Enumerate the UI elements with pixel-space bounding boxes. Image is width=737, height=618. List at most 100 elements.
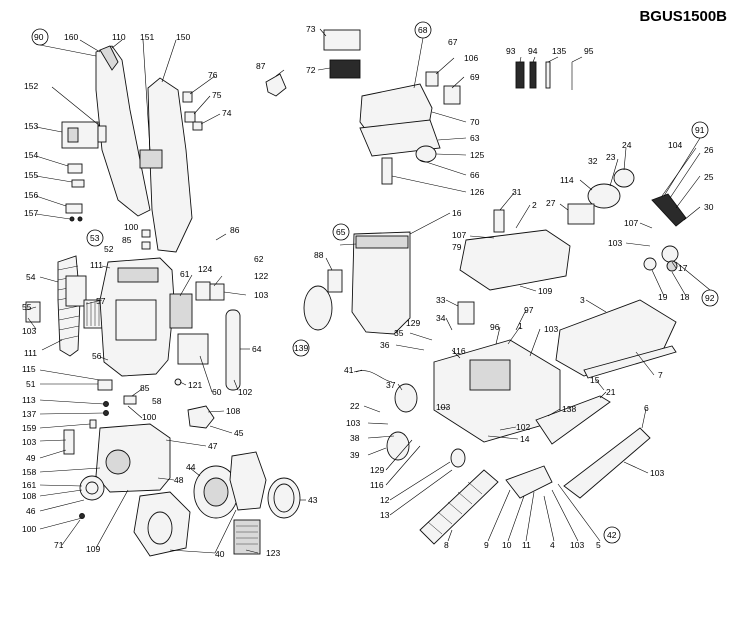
bracket-33 [457, 301, 475, 325]
leader-lines [25, 28, 711, 554]
callout-33: 33 [436, 295, 446, 305]
callout-73: 73 [306, 24, 316, 34]
callout-91: 91 [695, 125, 705, 135]
callout-160: 160 [64, 32, 78, 42]
callout-111-b: 111 [24, 348, 37, 358]
callout-93: 93 [506, 46, 516, 56]
callout-97: 97 [524, 305, 534, 315]
caddy-slot [67, 127, 79, 143]
part-31 [493, 209, 505, 233]
clip-87 [265, 73, 287, 97]
callout-2: 2 [532, 200, 537, 210]
callout-32: 32 [588, 156, 598, 166]
callout-circle-42 [603, 526, 621, 544]
wheel-39 [386, 431, 410, 461]
plate-27 [567, 203, 595, 225]
gasket-63 [359, 119, 441, 157]
callout-76: 76 [208, 70, 218, 80]
callout-103-f: 103 [346, 418, 360, 428]
callout-102-b: 102 [516, 422, 530, 432]
cover-73 [323, 29, 361, 51]
callout-31: 31 [512, 187, 522, 197]
body-cavity [115, 299, 157, 341]
callout-126: 126 [470, 187, 484, 197]
callout-17: 17 [678, 263, 688, 273]
callout-54: 54 [26, 272, 36, 282]
base-frame-recess [469, 359, 511, 391]
callout-95: 95 [584, 46, 594, 56]
callout-90: 90 [34, 32, 44, 42]
bottom-plate-138 [535, 395, 611, 445]
callout-74: 74 [222, 108, 232, 118]
bracket-45 [187, 405, 215, 429]
cord-hook-lower [192, 121, 203, 131]
callout-57: 57 [96, 296, 106, 306]
callout-116-b: 116 [370, 480, 384, 490]
callout-103-a: 103 [254, 290, 268, 300]
callout-151: 151 [140, 32, 154, 42]
callout-103-e: 103 [544, 324, 558, 334]
clip-58 [123, 395, 137, 405]
callout-68: 68 [418, 25, 428, 35]
callout-96: 96 [490, 322, 500, 332]
callout-7: 7 [658, 370, 663, 380]
callout-129-a: 129 [406, 318, 420, 328]
callout-108-b: 108 [22, 491, 36, 501]
callout-23: 23 [606, 152, 616, 162]
callout-30: 30 [704, 202, 714, 212]
callout-38: 38 [350, 433, 360, 443]
clip-155 [71, 179, 85, 188]
screen-61 [169, 293, 193, 329]
callout-65: 65 [336, 227, 346, 237]
wheel-37 [394, 383, 418, 413]
callout-107-a: 107 [452, 230, 466, 240]
tool-94 [529, 61, 537, 89]
motor-32 [587, 183, 621, 209]
callout-129-b: 129 [370, 465, 384, 475]
part-49 [63, 429, 75, 455]
filter-57-ribs [86, 302, 100, 326]
callout-49: 49 [26, 453, 36, 463]
body-top-collar [117, 267, 159, 283]
callout-41: 41 [344, 365, 354, 375]
callout-71: 71 [54, 540, 64, 550]
callout-labels: 90 160 110 151 150 152 153 154 155 156 1… [22, 24, 715, 559]
part-159 [89, 419, 97, 429]
bumper-7 [583, 345, 677, 379]
callout-16: 16 [452, 208, 462, 218]
callout-86: 86 [230, 225, 240, 235]
screw-86 [215, 233, 227, 241]
callout-61: 61 [180, 269, 190, 279]
callout-35: 35 [394, 328, 404, 338]
rating-label [139, 149, 163, 169]
callout-6: 6 [644, 403, 649, 413]
screw-100a [141, 229, 151, 238]
callout-103-b: 103 [22, 326, 36, 336]
callout-125: 125 [470, 150, 484, 160]
callout-103-g: 103 [436, 402, 450, 412]
tool-135 [545, 61, 551, 89]
clip-85a [141, 241, 151, 250]
callout-114: 114 [560, 175, 574, 185]
latch-106 [425, 71, 439, 87]
callout-48: 48 [174, 475, 184, 485]
callout-53: 53 [90, 233, 100, 243]
belt-26 [651, 193, 687, 227]
clip-154 [67, 163, 83, 174]
post-126 [381, 157, 393, 185]
cord-hook-upper [182, 91, 193, 103]
tool-caddy [61, 121, 99, 149]
callout-51: 51 [26, 379, 36, 389]
screw-157b [77, 216, 83, 222]
callout-79: 79 [452, 242, 462, 252]
callout-156: 156 [24, 190, 38, 200]
callout-87: 87 [256, 61, 266, 71]
ring-43-inner [273, 483, 295, 513]
handle-front-shell [147, 77, 193, 253]
callout-106: 106 [464, 53, 478, 63]
bottom-plate-6 [563, 427, 651, 499]
callout-109-a: 109 [86, 544, 100, 554]
brush-93 [515, 61, 525, 89]
